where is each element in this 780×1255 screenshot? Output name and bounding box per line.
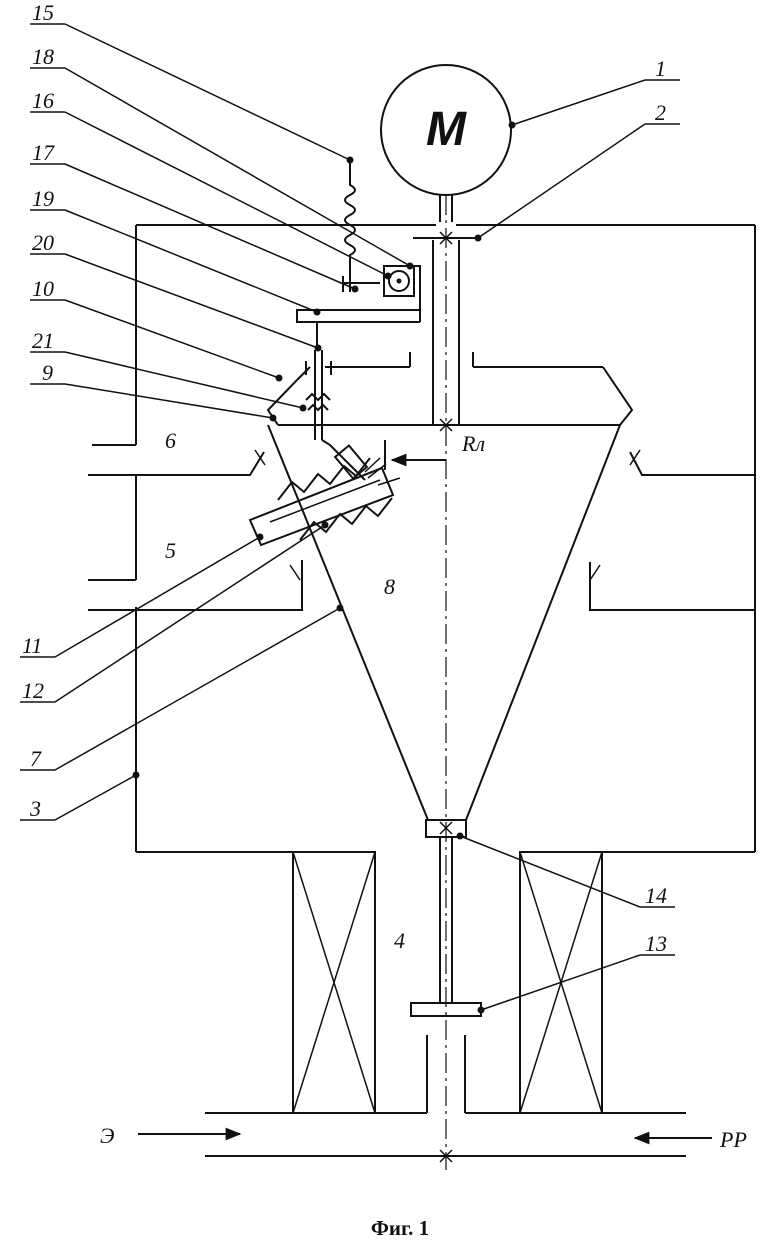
label-13: 13 xyxy=(645,931,667,956)
radius-label: Rл xyxy=(461,431,485,456)
label-3: 3 xyxy=(29,796,41,821)
rotor-cone xyxy=(255,425,640,820)
label-20: 20 xyxy=(32,230,54,255)
label-16: 16 xyxy=(32,88,54,113)
label-10: 10 xyxy=(32,276,54,301)
label-9: 9 xyxy=(42,360,53,385)
control-mechanism xyxy=(297,160,420,480)
label-21: 21 xyxy=(32,328,54,353)
label-11: 11 xyxy=(22,633,42,658)
label-18: 18 xyxy=(32,44,54,69)
side-channels xyxy=(88,445,755,610)
label-2: 2 xyxy=(655,100,666,125)
label-17: 17 xyxy=(32,140,55,165)
inlet-left-label: Э xyxy=(100,1123,114,1148)
label-15: 15 xyxy=(32,0,54,25)
label-6: 6 xyxy=(165,428,176,453)
label-19: 19 xyxy=(32,186,54,211)
label-8: 8 xyxy=(384,574,395,599)
inlet-right-label: РР xyxy=(719,1127,747,1152)
reference-numerals: 15 18 16 17 19 20 10 21 9 6 5 8 11 12 7 … xyxy=(22,0,667,956)
label-5: 5 xyxy=(165,538,176,563)
radius-annotation: Rл xyxy=(385,431,485,470)
base xyxy=(293,852,602,1113)
label-7: 7 xyxy=(30,746,42,771)
label-4: 4 xyxy=(394,928,405,953)
label-1: 1 xyxy=(655,56,666,81)
scoop-tube xyxy=(250,445,400,545)
label-12: 12 xyxy=(22,678,44,703)
motor-label: M xyxy=(426,103,467,156)
inlet-pipe: Э РР xyxy=(100,1113,747,1162)
label-14: 14 xyxy=(645,883,667,908)
figure-caption: Фиг. 1 xyxy=(371,1216,429,1240)
